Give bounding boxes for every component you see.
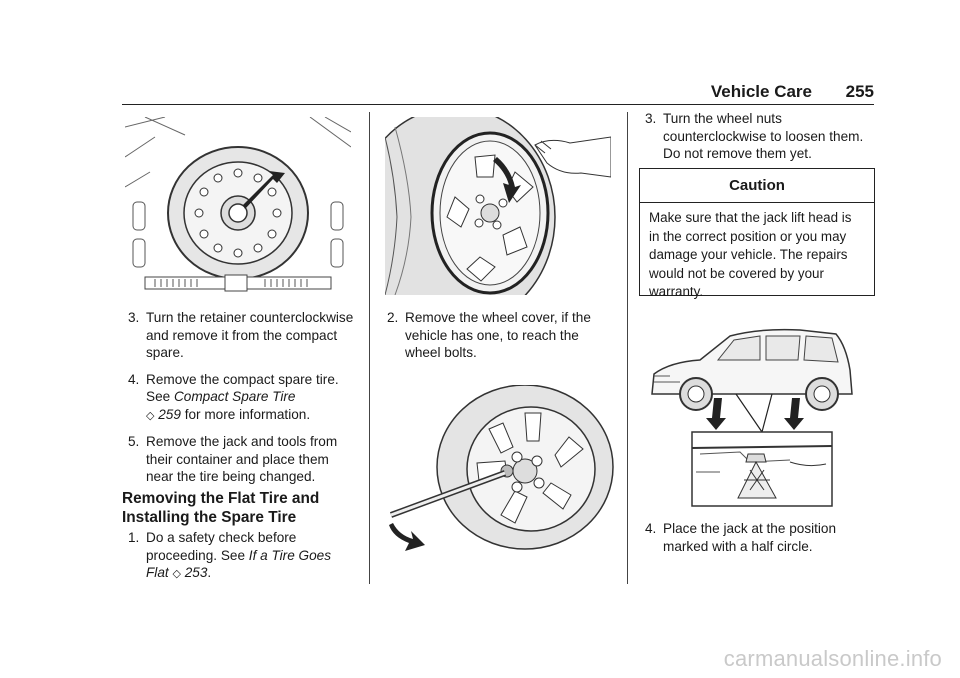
column-divider-1 <box>369 112 370 584</box>
caution-title: Caution <box>640 169 874 203</box>
steps-list-col1b: 1. Do a safety check before proceeding. … <box>122 529 357 592</box>
page-ref-icon: ◇ <box>146 408 155 422</box>
page-header: Vehicle Care 255 <box>122 80 874 105</box>
list-item: 1. Do a safety check before proceeding. … <box>128 530 332 581</box>
page-ref[interactable]: 253 <box>184 565 208 580</box>
page-ref[interactable]: 259 <box>158 406 181 422</box>
xref-link[interactable]: Compact Spare Tire <box>173 389 296 404</box>
list-item: 3. Turn the retainer counterclockwise an… <box>128 310 354 360</box>
caution-body: Make sure that the jack lift head is in … <box>649 210 852 299</box>
wheel-cover-illustration <box>385 117 611 295</box>
watermark: carmanualsonline.info <box>723 646 942 671</box>
list-item: 2. Remove the wheel cover, if the vehicl… <box>387 310 591 360</box>
section-subheading: Removing the Flat Tire and Installing th… <box>122 490 320 526</box>
steps-list-col3: 3. Turn the wheel nuts counterclockwise … <box>639 110 875 172</box>
section-title: Vehicle Care <box>710 82 812 101</box>
list-item: 5. Remove the jack and tools from their … <box>128 434 338 484</box>
caution-box: Caution Make sure that the jack lift hea… <box>639 168 875 299</box>
column-divider-2 <box>627 112 628 584</box>
list-item: 4. Remove the compact spare tire. See Co… <box>128 371 339 422</box>
list-item: 4. Place the jack at the position marked… <box>645 521 837 554</box>
steps-list-col1: 3. Turn the retainer counterclockwise an… <box>122 309 357 495</box>
steps-list-col3b: 4. Place the jack at the position marked… <box>639 520 875 564</box>
jack-position-illustration <box>640 322 872 510</box>
steps-list-col2: 2. Remove the wheel cover, if the vehicl… <box>381 309 617 371</box>
page-number: 255 <box>845 82 874 101</box>
xref-link[interactable]: If a Tire Goes Flat <box>146 547 332 581</box>
page-ref-icon: ◇ <box>172 567 181 580</box>
list-item: 3. Turn the wheel nuts counterclockwise … <box>645 111 864 161</box>
wheel-nuts-illustration <box>385 385 615 555</box>
spare-tire-illustration <box>125 117 351 295</box>
